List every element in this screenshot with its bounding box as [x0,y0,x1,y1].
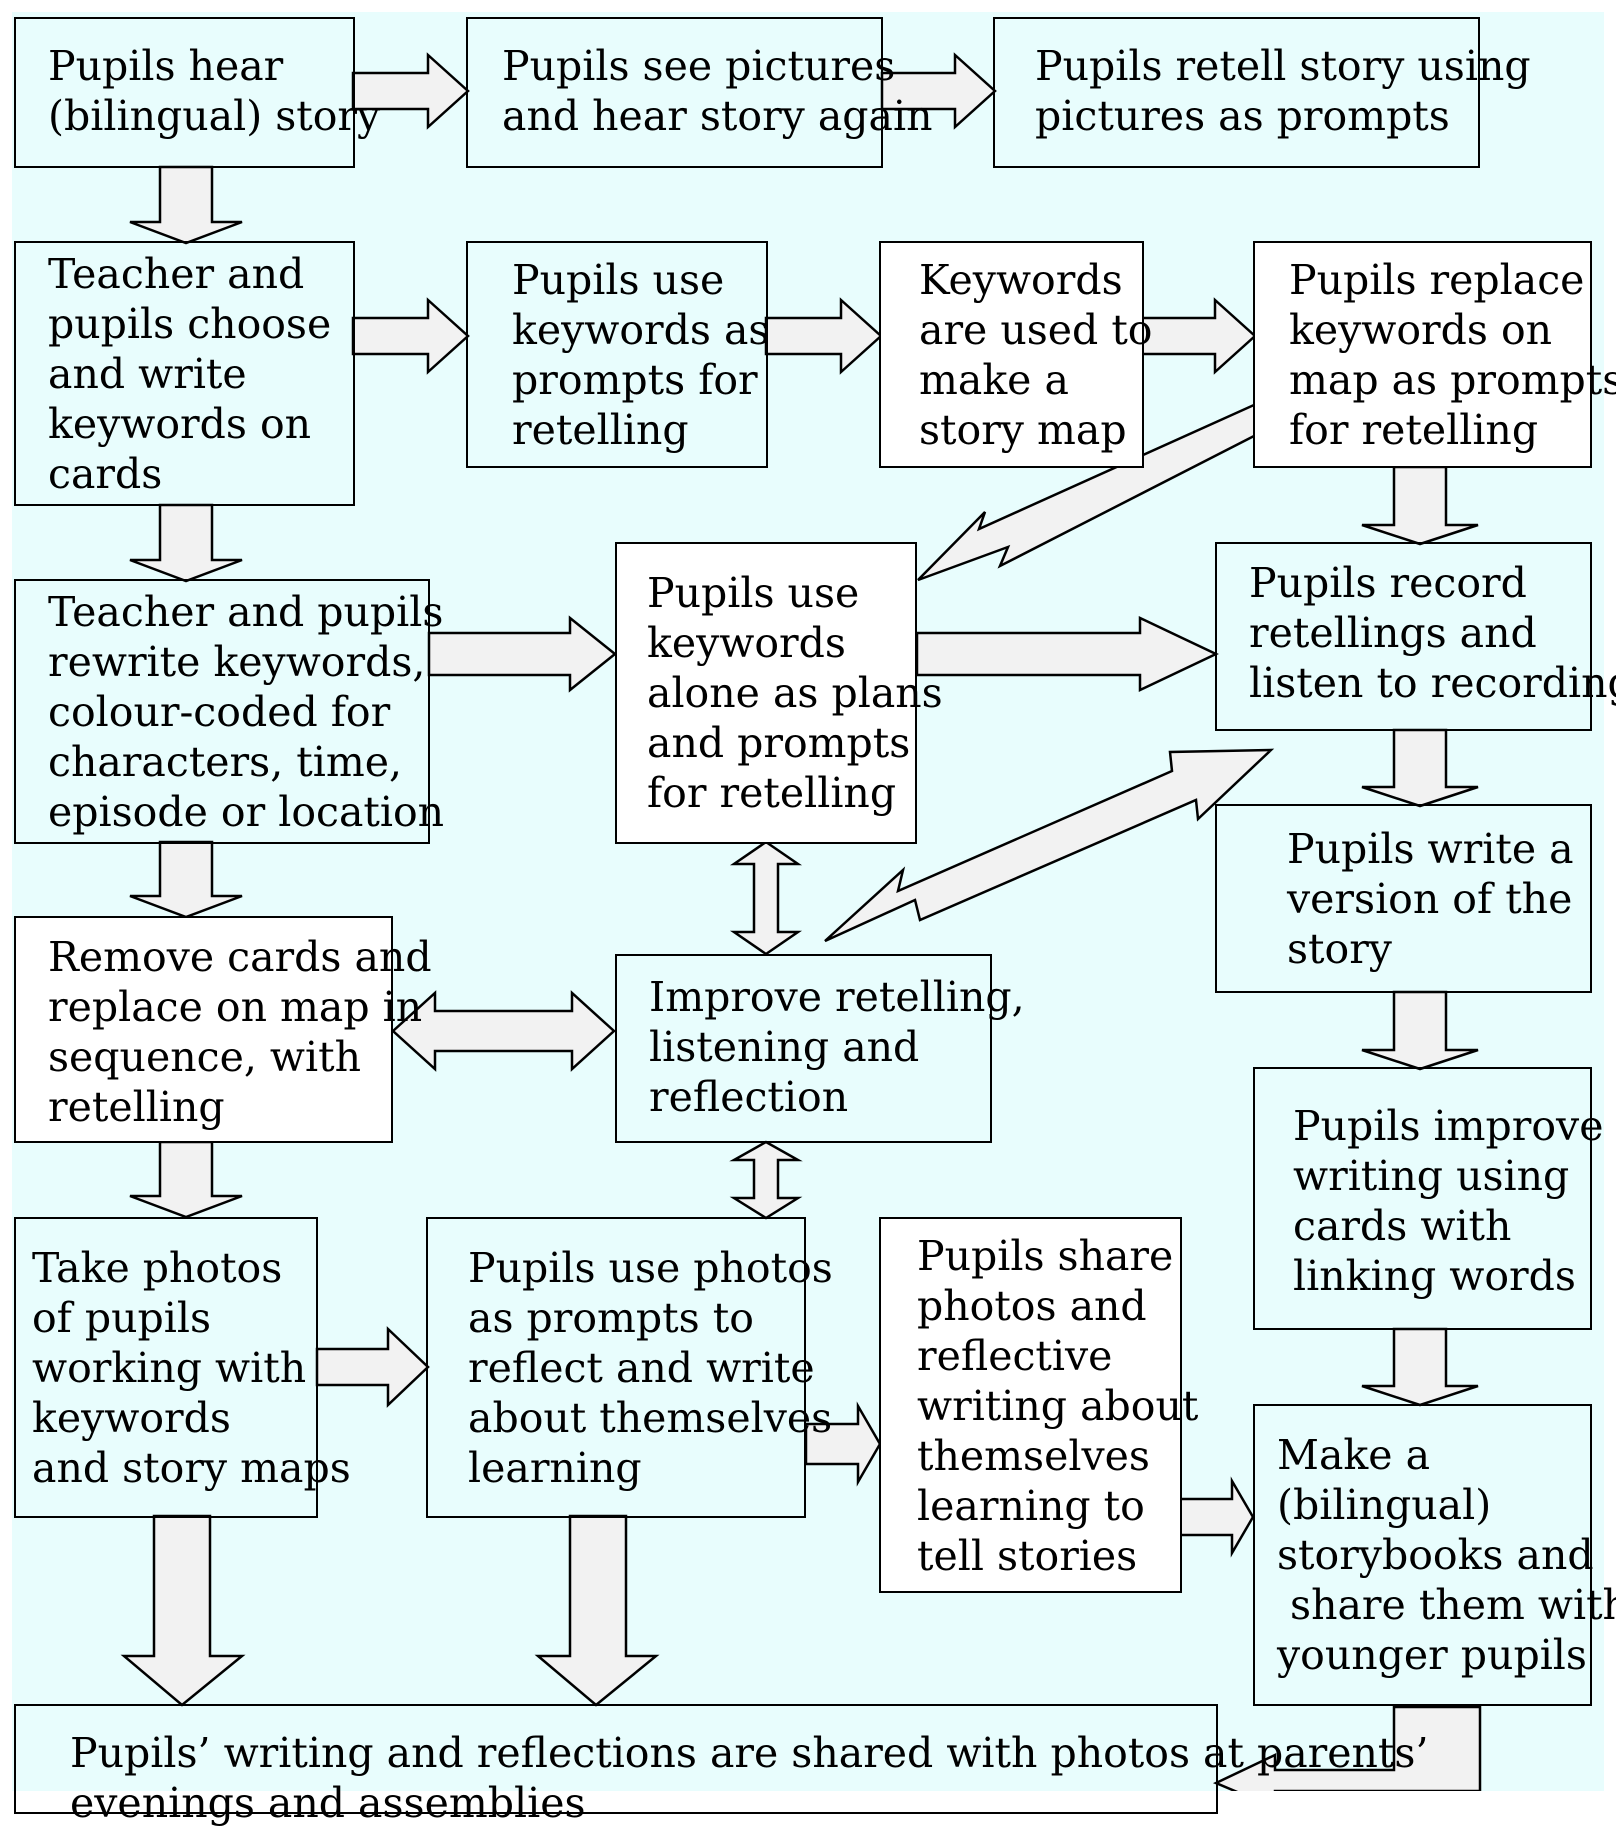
box-retell-pictures-text: Pupils retell story using pictures as pr… [1035,42,1531,140]
box-share-photos-text: Pupils share photos and reflective writi… [917,1232,1199,1580]
arrow-b10-to-b11 [1361,728,1479,808]
double-arrow-b9-b13 [729,840,803,956]
arrow-b16-to-b17 [804,1401,882,1487]
box-write-version-text: Pupils write a version of the story [1287,825,1574,973]
arrow-b1-to-b2 [351,52,470,130]
arrow-b2-to-b3 [880,52,997,130]
box-make-storybooks-text: Make a (bilingual) storybooks and share … [1277,1431,1616,1679]
arrow-b4-to-b8 [129,503,243,583]
box-improve-retelling-text: Improve retelling, listening and reflect… [649,973,1025,1121]
arrow-b6-to-b7 [1140,297,1257,375]
arrow-b4-to-b5 [351,297,470,375]
box-keywords-alone: Pupils use keywords alone as plans and p… [615,542,943,844]
box-see-pictures: Pupils see pictures and hear story again [466,17,933,168]
box-record-retellings-text: Pupils record retellings and listen to r… [1249,559,1616,707]
box-choose-keywords-text: Teacher and pupils choose and write keyw… [48,250,332,498]
box-replace-keywords-text: Pupils replace keywords on map as prompt… [1289,256,1616,454]
arrows-layer [120,52,1482,1791]
box-photos-prompts-text: Pupils use photos as prompts to reflect … [468,1244,833,1492]
box-replace-keywords: Pupils replace keywords on map as prompt… [1253,241,1616,468]
box-choose-keywords: Teacher and pupils choose and write keyw… [14,241,355,506]
arrow-b7-to-b10 [1361,465,1479,546]
box-take-photos: Take photos of pupils working with keywo… [14,1217,351,1518]
box-record-retellings: Pupils record retellings and listen to r… [1215,542,1616,731]
arrow-b8-to-b9 [427,615,618,693]
box-shared-with-parents-text: Pupils’ writing and reflections are shar… [70,1729,1429,1827]
arrow-b8-to-b12 [129,840,243,919]
arrow-b17-to-b18 [1178,1476,1255,1558]
arrow-b9-to-b10 [915,616,1219,692]
box-story-map-text: Keywords are used to make a story map [919,256,1153,454]
box-rewrite-keywords: Teacher and pupils rewrite keywords, col… [14,579,444,844]
box-rewrite-keywords-text: Teacher and pupils rewrite keywords, col… [48,588,445,836]
box-see-pictures-text: Pupils see pictures and hear story again [502,42,933,140]
arrow-b14-to-b18 [1361,1327,1479,1407]
box-keywords-prompts: Pupils use keywords as prompts for retel… [466,241,770,468]
arrow-b7-to-b9 [917,399,1258,582]
box-hear-story-text: Pupils hear (bilingual) story [48,42,381,140]
double-arrow-b13-b10 [824,748,1275,943]
flowchart-canvas: Pupils hear (bilingual) story Pupils see… [12,12,1616,1827]
arrow-b18-to-b19 [1212,1705,1482,1791]
box-remove-cards-text: Remove cards and replace on map in seque… [48,933,432,1131]
arrow-b5-to-b6 [764,297,883,375]
box-photos-prompts: Pupils use photos as prompts to reflect … [426,1217,833,1518]
box-retell-pictures: Pupils retell story using pictures as pr… [993,17,1531,168]
box-shared-with-parents: Pupils’ writing and reflections are shar… [14,1704,1429,1827]
box-hear-story: Pupils hear (bilingual) story [14,17,380,168]
arrow-b12-to-b15 [129,1140,243,1219]
box-keywords-prompts-text: Pupils use keywords as prompts for retel… [512,256,770,454]
box-improve-writing-text: Pupils improve writing using cards with … [1293,1102,1604,1300]
arrow-b16-to-b19 [534,1514,660,1707]
box-write-version: Pupils write a version of the story [1215,804,1592,993]
box-remove-cards: Remove cards and replace on map in seque… [14,916,432,1143]
double-arrow-b12-b13 [391,990,616,1072]
box-take-photos-text: Take photos of pupils working with keywo… [32,1244,351,1492]
arrow-b15-to-b16 [315,1326,430,1408]
box-improve-retelling: Improve retelling, listening and reflect… [615,954,1025,1143]
arrow-b15-to-b19 [120,1514,246,1707]
box-share-photos: Pupils share photos and reflective writi… [879,1217,1198,1593]
box-story-map: Keywords are used to make a story map [879,241,1153,468]
arrow-b1-to-b4 [129,165,243,245]
box-make-storybooks: Make a (bilingual) storybooks and share … [1253,1404,1616,1706]
box-improve-writing: Pupils improve writing using cards with … [1253,1067,1603,1330]
box-keywords-alone-text: Pupils use keywords alone as plans and p… [647,569,943,817]
arrow-b11-to-b14 [1361,990,1479,1071]
double-arrow-b13-b16 [729,1140,803,1220]
